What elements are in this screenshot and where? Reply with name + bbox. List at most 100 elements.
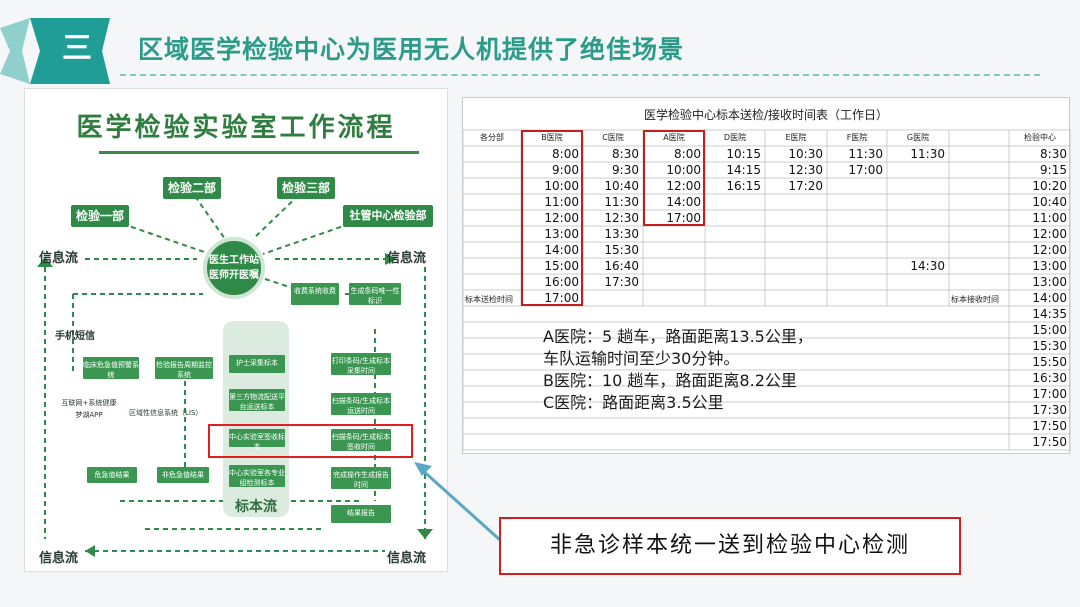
table-cell: 10:00 [544,179,579,193]
table-cell: 17:00 [848,163,883,177]
receive-time-label: 标本接收时间 [951,295,999,304]
dept-1-box: 检验一部 [71,205,129,227]
table-cell: 14:00 [544,243,579,257]
table-header: 各分部 [480,133,504,142]
table-cell: 8:30 [1040,147,1067,161]
section-ribbon-icon [0,18,110,84]
table-cell: 15:30 [604,243,639,257]
hub-line-1: 医生工作站 [209,255,259,266]
info-flow-top-right: 信息流 [387,251,427,266]
section-number: 三 [62,31,92,66]
table-cell: 10:40 [604,179,639,193]
table-cell: 11:00 [544,195,579,209]
info-flow-bottom-right: 信息流 [387,551,427,566]
table-header: C医院 [602,133,624,142]
logistics-box: 第三方物流配送平台运送标本 [229,389,285,411]
table-cell: 9:15 [1040,163,1067,177]
table-cell: 15:00 [1032,323,1067,337]
route-notes: A医院：5 趟车，路面距离13.5公里， 车队运输时间至少30分钟。 B医院：1… [543,326,813,414]
scan-transport-box: 扫描条码/生成标本运送时间 [331,393,391,415]
highlight-center-receive [208,424,413,458]
table-cell: 15:00 [544,259,579,273]
table-cell: 10:00 [666,163,701,177]
table-header: G医院 [906,133,930,142]
highlight-b-column [521,130,583,306]
table-cell: 10:30 [788,147,823,161]
title-divider [120,74,1040,76]
note-a-2: 车队运输时间至少30分钟。 [543,349,740,368]
result-report-box: 结果报告 [331,505,391,523]
doctor-workstation-hub: 医生工作站 医师开医嘱 [203,237,265,299]
sms-label: 手机短信 [55,331,95,342]
table-cell: 14:30 [910,259,945,273]
send-time-label: 标本送检时间 [465,295,513,304]
critical-alert-box: 临床危急值预警系统 [83,357,139,379]
note-b: B医院：10 趟车，路面距离8.2公里 [543,371,797,390]
table-cell: 11:30 [604,195,639,209]
table-cell: 12:00 [544,211,579,225]
hub-line-2: 医师开医嘱 [209,270,259,281]
table-cell: 14:15 [726,163,761,177]
table-cell: 17:30 [604,275,639,289]
table-cell: 12:00 [1032,227,1067,241]
dept-community-box: 社管中心检验部 [343,205,433,227]
table-cell: 15:50 [1032,355,1067,369]
table-cell: 17:00 [544,291,579,305]
internet-app-label: 互联网+系统健康梦湖APP [61,399,117,419]
info-flow-bottom-left: 信息流 [39,551,79,566]
nurse-collect-box: 护士采集标本 [229,355,285,373]
table-header: D医院 [723,133,747,142]
table-cell: 14:00 [1032,291,1067,305]
schedule-title: 医学检验中心标本送检/接收时间表（工作日） [643,108,889,122]
table-cell: 17:00 [666,211,701,225]
barcode-box: 生成条码唯一性标识 [349,283,401,305]
report-time-box: 完成操作生成报告时间 [331,467,391,489]
fee-box: 收费系统收费 [291,283,339,305]
table-cell: 14:00 [666,195,701,209]
table-cell: 9:30 [612,163,639,177]
callout-box: 非急诊样本统一送到检验中心检测 [499,517,961,575]
regional-lis-label: 区域性信息系统（LIS） [129,409,203,417]
table-cell: 13:00 [544,227,579,241]
table-cell: 12:30 [788,163,823,177]
dept-3-box: 检验三部 [277,177,335,199]
table-cell: 16:00 [544,275,579,289]
workflow-title-underline [99,151,419,154]
table-cell: 17:50 [1032,435,1067,449]
scan-receive-box: 扫描条码/生成标本签收时间 [331,429,391,451]
page-title: 区域医学检验中心为医用无人机提供了绝佳场景 [138,35,685,64]
print-barcode-box: 打印条码/生成标本采集时间 [331,353,391,375]
table-cell: 17:00 [1032,387,1067,401]
table-cell: 8:30 [612,147,639,161]
table-cell: 12:30 [604,211,639,225]
table-cell: 10:20 [1032,179,1067,193]
center-test-box: 中心实验室各专业组检测标本 [229,465,285,487]
table-header: B医院 [541,133,563,142]
table-cell: 16:40 [604,259,639,273]
note-c: C医院：路面距离3.5公里 [543,393,724,412]
table-cell: 11:30 [848,147,883,161]
table-cell: 16:15 [726,179,761,193]
table-cell: 12:00 [1032,243,1067,257]
dept-2-box: 检验二部 [163,177,221,199]
table-cell: 15:30 [1032,339,1067,353]
table-header: A医院 [663,133,685,142]
table-cell: 14:35 [1032,307,1067,321]
table-cell: 8:00 [552,147,579,161]
schedule-table: 医学检验中心标本送检/接收时间表（工作日） 各分部 B医院 C医院 A医院 D医院 E医院… [462,97,1071,454]
table-cell: 11:30 [910,147,945,161]
table-cell: 13:00 [1032,259,1067,273]
table-header: E医院 [785,133,807,142]
noncritical-result-box: 非危急值结果 [157,467,209,483]
workflow-connectors [37,188,433,557]
table-cell: 17:50 [1032,419,1067,433]
specimen-flow-label: 标本流 [235,499,277,515]
table-cell: 16:30 [1032,371,1067,385]
note-a: A医院：5 趟车，路面距离13.5公里， [543,327,813,346]
center-receive-box: 中心实验室签收标本 [229,429,285,451]
workflow-title: 医学检验实验室工作流程 [76,113,396,143]
table-cell: 17:30 [1032,403,1067,417]
table-cell: 10:15 [726,147,761,161]
report-monitor-box: 检验报告周期监控系统 [155,357,213,379]
table-cell: 13:00 [1032,275,1067,289]
